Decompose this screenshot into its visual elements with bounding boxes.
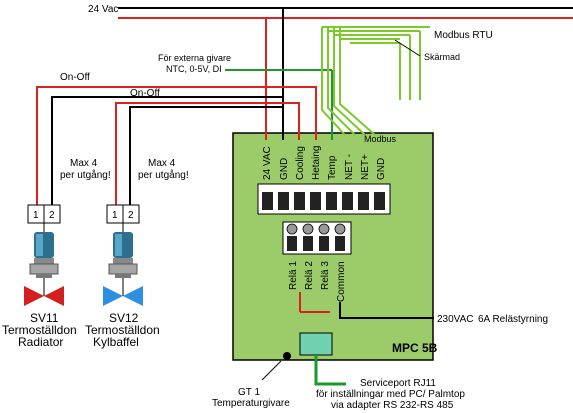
modbus-rtu-label: Modbus RTU (434, 30, 493, 41)
terminal-label-gnd: GND (279, 158, 290, 180)
external-label-2: NTC, 0-5V, DI (166, 64, 222, 74)
relay-terminal-block (282, 221, 352, 255)
terminal-label-net-plus: NET+ (360, 154, 371, 180)
relay-label-common: Common (336, 261, 347, 302)
supply-label: 24 Vac (88, 4, 118, 15)
relay-6a-label: 6A Relästyrning (478, 314, 548, 325)
wire-service (314, 355, 346, 386)
external-label-1: För externa givare (158, 53, 231, 63)
terminal-label-net-minus: NET - (344, 154, 355, 180)
valve-sv11-name-2: Termoställdon (2, 323, 77, 337)
relay-230vac-label: 230VAC (437, 314, 474, 325)
relay-label-1: Relä 1 (288, 261, 299, 290)
terminal-label-gnd2: GND (376, 158, 387, 180)
terminal-label-temp: Temp (327, 155, 338, 180)
relay-label-3: Relä 3 (320, 261, 331, 290)
valve-sv12: 1 2 (103, 204, 143, 306)
relay-wires (299, 292, 434, 319)
valve-sv11-id: SV11 (30, 311, 59, 325)
valve-sv11-name-3: Radiator (18, 335, 63, 349)
top-terminal-block (257, 183, 391, 215)
terminal-label-heating: Hetaing (311, 146, 322, 180)
service-label-1: Serviceport RJ11 (360, 378, 436, 389)
valve-sv12-id: SV12 (109, 311, 139, 325)
modbus-header: Modbus (364, 134, 397, 144)
valve-sv11-terminal-1: 1 (33, 210, 39, 221)
gt1-pointer (261, 360, 282, 381)
modbus-pointer (394, 39, 421, 57)
valve-sv12-name-2: Termoställdon (85, 323, 160, 337)
gt1-label-1: GT 1 (238, 387, 260, 398)
max-note-2-line1: Max 4 (148, 158, 176, 169)
wire-onoff-black-2 (129, 106, 283, 205)
modbus-cable (321, 26, 430, 136)
service-label-2: för inställningar med PC/ Palmtop (316, 389, 465, 400)
valve-sv12-terminal-1: 1 (112, 210, 118, 221)
wire-onoff-black-1 (51, 96, 283, 205)
terminal-label-cooling: Cooling (295, 146, 306, 180)
service-port (299, 332, 333, 356)
gt1-sensor (283, 352, 291, 360)
service-label-3: via adapter RS 232-RS 485 (331, 400, 454, 411)
relay-label-2: Relä 2 (304, 261, 315, 290)
wire-onoff-red (36, 86, 317, 205)
onoff-label-2: On-Off (130, 88, 160, 99)
wire-onoff-red-2 (115, 102, 300, 205)
valve-sv11: 1 2 (24, 204, 64, 306)
valve-sv11-terminal-2: 2 (49, 210, 55, 221)
valve-sv12-name-3: Kylbaffel (93, 335, 139, 349)
valve-sv12-terminal-2: 2 (128, 210, 134, 221)
onoff-label-1: On-Off (60, 72, 90, 83)
max-note-1-line2: per utgång! (60, 169, 111, 181)
max-note-1-line1: Max 4 (70, 158, 98, 169)
shield-label: Skärmad (424, 52, 460, 62)
terminal-label-24vac: 24 VAC (262, 146, 273, 180)
module-name: MPC 5B (392, 341, 438, 355)
gt1-label-2: Temperaturgivare (212, 398, 290, 409)
max-note-2-line2: per utgång! (138, 169, 189, 181)
